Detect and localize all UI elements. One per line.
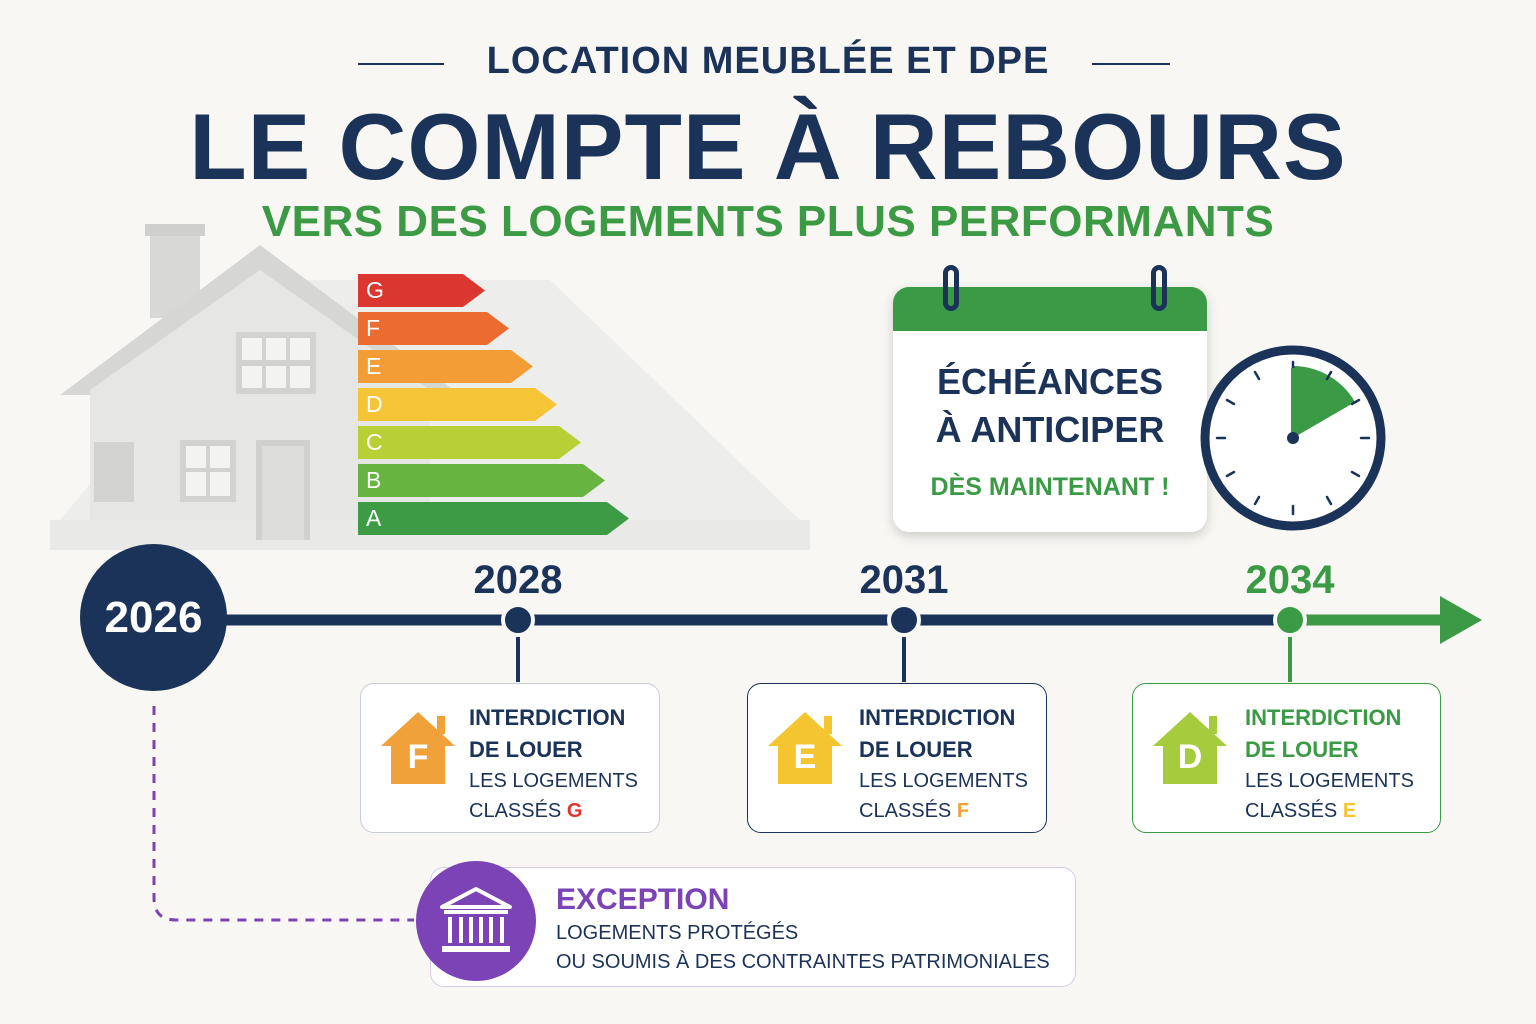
energy-bar-b: B [358, 464, 605, 497]
calendar-line-3: DÈS MAINTENANT ! [930, 473, 1170, 501]
page-subtitle: VERS DES LOGEMENTS PLUS PERFORMANTS [261, 197, 1275, 246]
milestone-card-2034: D INTERDICTION DE LOUER LES LOGEMENTS CL… [1132, 683, 1441, 833]
start-year-circle [80, 544, 227, 691]
energy-letter: E [366, 353, 382, 379]
card-text: INTERDICTION DE LOUER LES LOGEMENTS CLAS… [859, 702, 1028, 826]
card-class-letter: G [566, 800, 583, 822]
energy-bar-e: E [358, 350, 533, 383]
energy-bar-g: G [358, 274, 485, 307]
card-line-4-prefix: CLASSÉS [1245, 800, 1338, 822]
milestone-year-2031: 2031 [859, 558, 949, 602]
card-class-letter: E [1342, 800, 1357, 822]
card-line-1: INTERDICTION [1245, 705, 1402, 730]
monument-icon [440, 887, 512, 952]
card-line-3: LES LOGEMENTS [1245, 770, 1414, 792]
exception-line-1: LOGEMENTS PROTÉGÉS [556, 922, 799, 944]
house-icon-e [768, 712, 842, 784]
exception-line-2: OU SOUMIS À DES CONTRAINTES PATRIMONIALE… [556, 951, 1050, 973]
card-class-letter: F [956, 800, 970, 822]
card-line-1: INTERDICTION [469, 705, 626, 730]
card-text: INTERDICTION DE LOUER LES LOGEMENTS CLAS… [1245, 702, 1414, 826]
kicker-text: LOCATION MEUBLÉE ET DPE [486, 40, 1050, 82]
milestone-card-2031: E INTERDICTION DE LOUER LES LOGEMENTS CL… [747, 683, 1047, 833]
energy-letter: C [366, 429, 383, 455]
kicker-left-rule [358, 63, 444, 65]
card-line-2: DE LOUER [1245, 737, 1359, 762]
house-icon-f [381, 712, 455, 784]
kicker-right-rule [1092, 63, 1170, 65]
calendar-card: ÉCHÉANCES À ANTICIPER DÈS MAINTENANT ! [893, 265, 1207, 532]
card-line-3: LES LOGEMENTS [469, 770, 638, 792]
card-line-4: CLASSÉS F [859, 796, 1028, 826]
page-title: LE COMPTE À REBOURS [189, 94, 1347, 199]
energy-letter: F [366, 315, 381, 341]
card-line-4: CLASSÉS G [469, 796, 638, 826]
energy-letter: G [366, 277, 384, 303]
milestone-year-2034: 2034 [1245, 558, 1335, 602]
calendar-ring-icon [943, 265, 959, 311]
card-text: INTERDICTION DE LOUER LES LOGEMENTS CLAS… [469, 702, 638, 826]
calendar-ring-icon [1151, 265, 1167, 311]
card-line-4-prefix: CLASSÉS [859, 800, 952, 822]
card-line-2: DE LOUER [859, 737, 973, 762]
milestone-year-2028: 2028 [473, 558, 563, 602]
milestone-card-2028: F INTERDICTION DE LOUER LES LOGEMENTS CL… [360, 683, 660, 833]
card-line-1: INTERDICTION [859, 705, 1016, 730]
energy-bar-a: A [358, 502, 629, 535]
energy-bar-f: F [358, 312, 509, 345]
card-house-letter: E [793, 738, 817, 776]
energy-letter: D [366, 391, 383, 417]
card-line-4-prefix: CLASSÉS [469, 800, 562, 822]
energy-letter: A [366, 505, 382, 531]
exception-circle [416, 861, 536, 981]
clock-icon [1200, 345, 1386, 531]
energy-bar-c: C [358, 426, 581, 459]
card-house-letter: F [407, 738, 429, 776]
calendar-line-1: ÉCHÉANCES [936, 361, 1164, 402]
energy-bar-d: D [358, 388, 557, 421]
house-icon-d [1153, 712, 1227, 784]
start-year-label: 2026 [104, 593, 203, 642]
card-line-3: LES LOGEMENTS [859, 770, 1028, 792]
card-house-letter: D [1177, 738, 1203, 776]
exception-title: EXCEPTION [556, 883, 730, 916]
exception-box [430, 867, 1076, 987]
energy-letter: B [366, 467, 382, 493]
card-line-2: DE LOUER [469, 737, 583, 762]
card-line-4: CLASSÉS E [1245, 796, 1414, 826]
calendar-line-2: À ANTICIPER [935, 409, 1165, 450]
